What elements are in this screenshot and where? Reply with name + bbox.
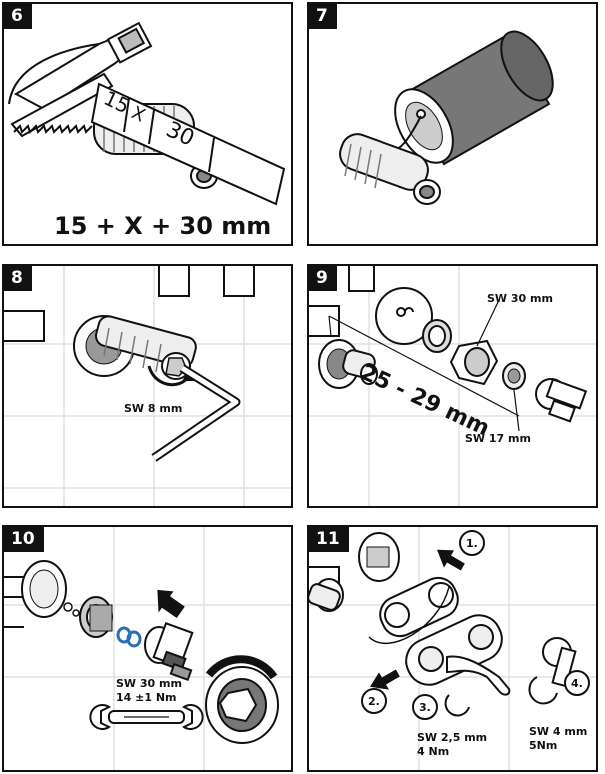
saw-icon (8, 21, 153, 138)
step-7-panel: 7 (307, 2, 598, 246)
cut-pipe-illustration (8, 21, 286, 206)
step-number: 8 (4, 266, 32, 291)
step-number: 9 (309, 266, 337, 291)
wrench-size-label: SW 17 mm (465, 432, 531, 445)
torque-label: 4 Nm (417, 745, 450, 758)
valve-body (4, 560, 67, 628)
wrench-size-label: SW 30 mm (487, 292, 553, 305)
wall-tiles (309, 266, 596, 506)
o-ring-icon (116, 626, 142, 648)
hex-size-label: SW 2,5 mm (417, 731, 488, 744)
threaded-pipe (339, 133, 441, 205)
step-10-panel: 10 (2, 525, 293, 772)
leader-line (513, 389, 520, 432)
step-label: 4. (571, 677, 583, 690)
step-label: 2. (368, 695, 380, 708)
mount-adapters-illustration (309, 266, 596, 506)
cartridge-parts (79, 596, 113, 638)
step-number: 6 (4, 4, 32, 29)
step-label: 1. (466, 537, 478, 550)
wrench-size-label: SW 30 mm (116, 677, 182, 690)
measuring-ruler (90, 82, 286, 206)
hex-key-small-icon (444, 694, 470, 717)
insert-arrow-icon (157, 589, 185, 619)
hex-key-large-icon (528, 676, 558, 705)
torque-label: 14 ±1 Nm (116, 691, 177, 704)
leader-line (476, 299, 500, 347)
spout-icon (446, 655, 511, 696)
length-formula: 15 + X + 30 mm (54, 212, 272, 240)
adapter-parts (422, 319, 588, 423)
step-6-panel: 6 15 X 30 15 + X + 3 (2, 2, 293, 246)
hex-size-label: SW 4 mm (529, 725, 588, 738)
torque-label: 5Nm (529, 739, 558, 752)
arrow-icons (370, 549, 465, 690)
handle-icon (542, 637, 577, 688)
valve-body (309, 266, 433, 389)
insert-cartridge-illustration (4, 527, 291, 770)
wrench-size-label: SW 8 mm (124, 402, 183, 415)
socket-wrench-icon (205, 655, 279, 744)
step-number: 10 (4, 527, 44, 552)
step-9-panel: 9 (307, 264, 598, 508)
install-extension-illustration (4, 266, 291, 506)
torque-wrench-icon (89, 704, 204, 730)
step-number: 11 (309, 527, 349, 552)
mount-spout-illustration (309, 527, 596, 770)
dimension-arrow (328, 315, 520, 417)
step-number: 7 (309, 4, 337, 29)
step-11-panel: 11 (307, 525, 598, 772)
valve-body (309, 532, 400, 612)
grease-application-illustration (339, 30, 554, 205)
wall-tiles (4, 266, 291, 506)
step-8-panel: 8 SW 8 mm (2, 264, 293, 508)
thermostatic-cartridge (144, 622, 194, 682)
grease-can-icon (394, 30, 554, 166)
step-label: 3. (419, 701, 431, 714)
step-circles (361, 530, 590, 720)
